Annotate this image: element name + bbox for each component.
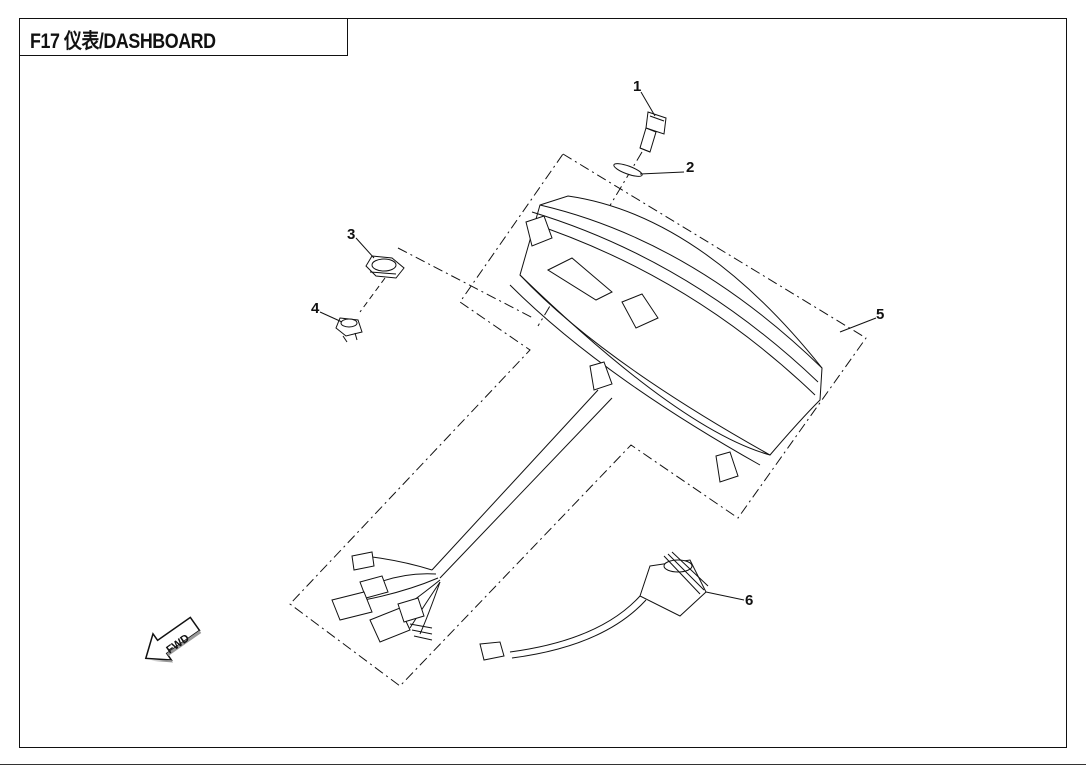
leader-2 (639, 171, 685, 175)
leader-5 (839, 317, 877, 333)
leader-4 (319, 311, 343, 323)
callout-3: 3 (347, 226, 355, 243)
page-title: F17 仪表/DASHBOARD (30, 30, 216, 53)
leader-3 (355, 237, 375, 259)
centerline-bushing (359, 277, 386, 313)
leader-6 (705, 591, 745, 601)
title-box: F17 仪表/DASHBOARD (19, 18, 348, 56)
speed-sensor-part (479, 551, 709, 661)
grommet-part (365, 255, 405, 279)
fwd-arrow-icon (144, 616, 202, 663)
wiring-harness (331, 389, 613, 643)
callout-5: 5 (876, 306, 884, 323)
washer-part (613, 163, 643, 177)
leader-1 (640, 91, 656, 117)
assembly-boundary (289, 153, 867, 687)
callout-1: 1 (633, 78, 641, 95)
bolt-part (639, 111, 667, 153)
callout-6: 6 (745, 592, 753, 609)
centerline-grommet (397, 247, 534, 319)
dashboard-body (509, 195, 823, 483)
callout-2: 2 (686, 159, 694, 176)
drawing-frame (19, 18, 1067, 748)
page-edge-line (0, 764, 1086, 765)
callout-4: 4 (311, 300, 320, 317)
bushing-part (335, 317, 363, 343)
